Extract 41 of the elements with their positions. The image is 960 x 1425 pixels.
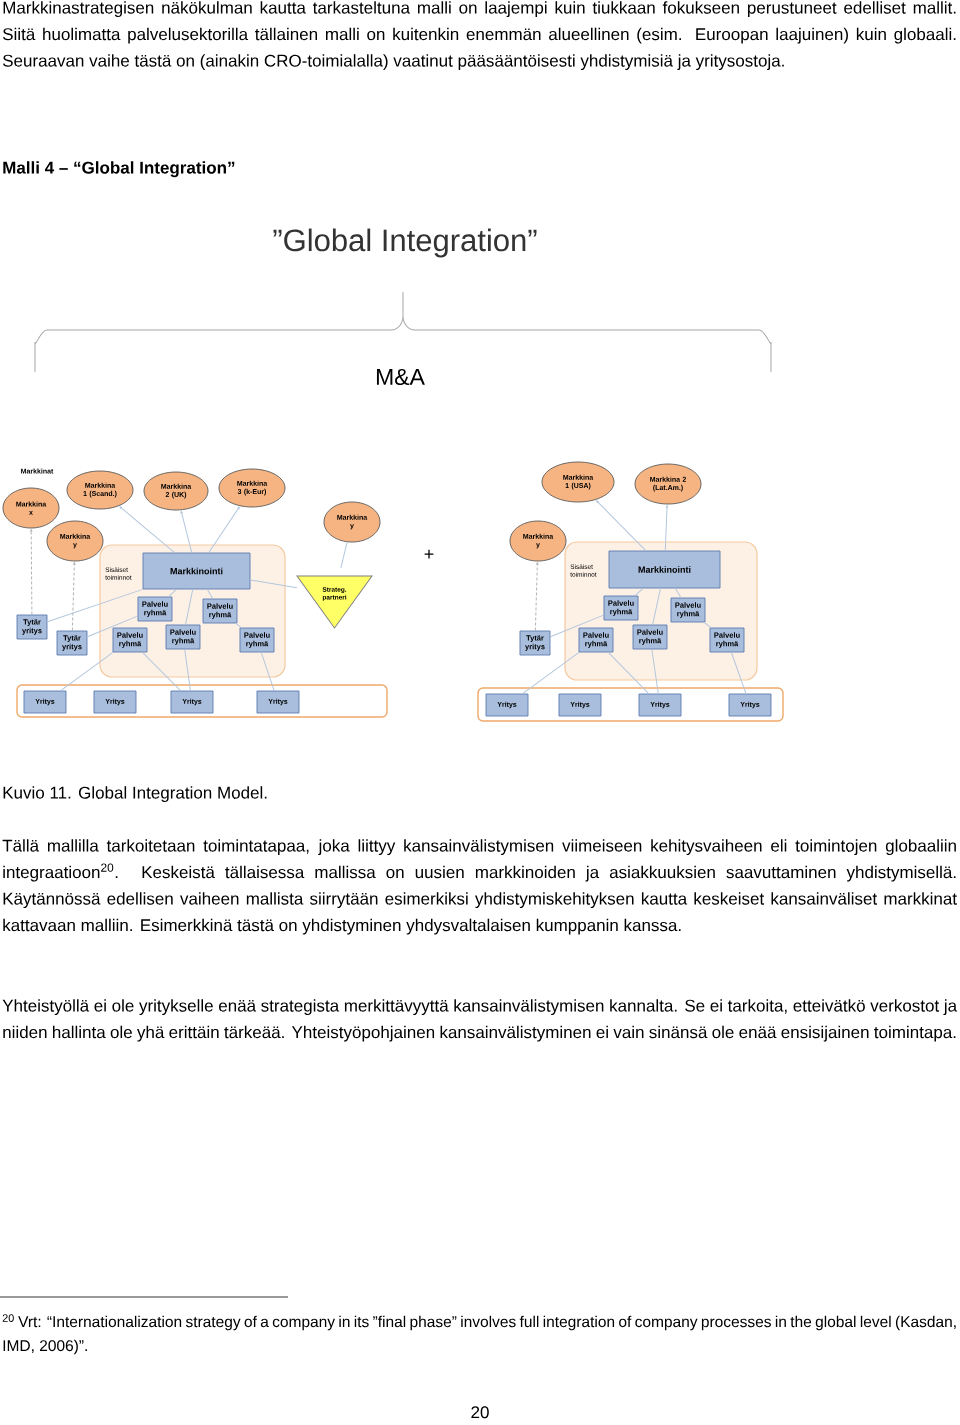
unit-box: Markkinointi [608, 550, 721, 589]
connector [60, 651, 114, 692]
connector [664, 504, 669, 552]
paragraph: Markkinastrategisen näkökulman kautta tarkasteltuna malli on laajempi kuin tiukkaan fokukseen perustuneet edelliset mallit. Siitä huolimatta palvelusektorilla tällainen malli on kuitenkin enemmän alueellinen (esim. Euroopan laajuinen) kuin globaali. Seuraavan vaihe tästä on (ainakin CRO-toimialalla) vaatinut pääsääntöisesti yhdistymisiä ja yritysostoja. [2, 1, 956, 71]
connector [703, 621, 712, 629]
plus-sign: + [424, 549, 434, 559]
connector [534, 561, 539, 632]
connector [235, 622, 242, 629]
connector [730, 651, 747, 695]
connector [180, 510, 193, 554]
connector [184, 648, 191, 692]
connector [46, 588, 144, 623]
connector [652, 587, 661, 626]
connector [249, 579, 298, 589]
connector [119, 506, 175, 554]
connector [141, 651, 182, 692]
connector [607, 651, 650, 695]
footnote: $^{20}$ Vrt: “Internationalization strategy of a company in its ”final phase” involves full integration of company processes in the global level (Kasdan, IMD, 2006)”. [2, 1314, 956, 1355]
connector [168, 588, 177, 598]
connector [651, 648, 659, 695]
connector [549, 614, 605, 638]
unit-box: Markkinointi [142, 552, 251, 590]
connector [634, 587, 644, 597]
connector [29, 528, 33, 616]
connector [675, 587, 682, 599]
connector [71, 561, 76, 632]
heading: Malli 4 – “Global Integration” [3, 161, 235, 178]
paragraph: Tällä mallilla tarkoitetaan toimintatapaa, joka liittyy kansainvälistymisen viimeiseen kehitysvaiheen eli toimintojen globaaliin integraatioon$^{20}$. Keskeistä tällaisessa mallissa on uusien markkinoiden ja asiakkuuksien saavuttaminen yhdistymisellä. Käytännössä edellisen vaiheen mallista siirrytään esimerkiksi yhdistymiskehityksen kautta keskeiset kansainväliset markkinat kattavaan malliin. Esimerkkinä tästä on yhdistyminen yhdysvaltalaisen kumppanin kanssa. [2, 839, 957, 935]
paragraph: Yhteistyöllä ei ole yritykselle enää strategista merkittävyyttä kansainvälistymisen kannalta. Se ei tarkoita, etteivätkö verkostot ja niiden hallinta ole yhä erittäin tärkeää. Yhteistyöpohjainen kansainvälistyminen ei vain sinänsä ole enää ensisijainen toimintapa. [2, 999, 958, 1042]
connector [208, 506, 240, 554]
page-number: 20 [471, 1406, 489, 1419]
connector [206, 588, 214, 600]
connector [260, 651, 275, 692]
caption: Kuvio 11. Global Integration Model. [3, 786, 267, 803]
connector [340, 541, 348, 569]
merger-label: M&A [376, 368, 425, 386]
connector [522, 651, 580, 695]
connector [595, 500, 647, 552]
connector [185, 588, 194, 626]
diagram-title: ”Global Integration” [273, 228, 537, 258]
connector [86, 615, 139, 638]
